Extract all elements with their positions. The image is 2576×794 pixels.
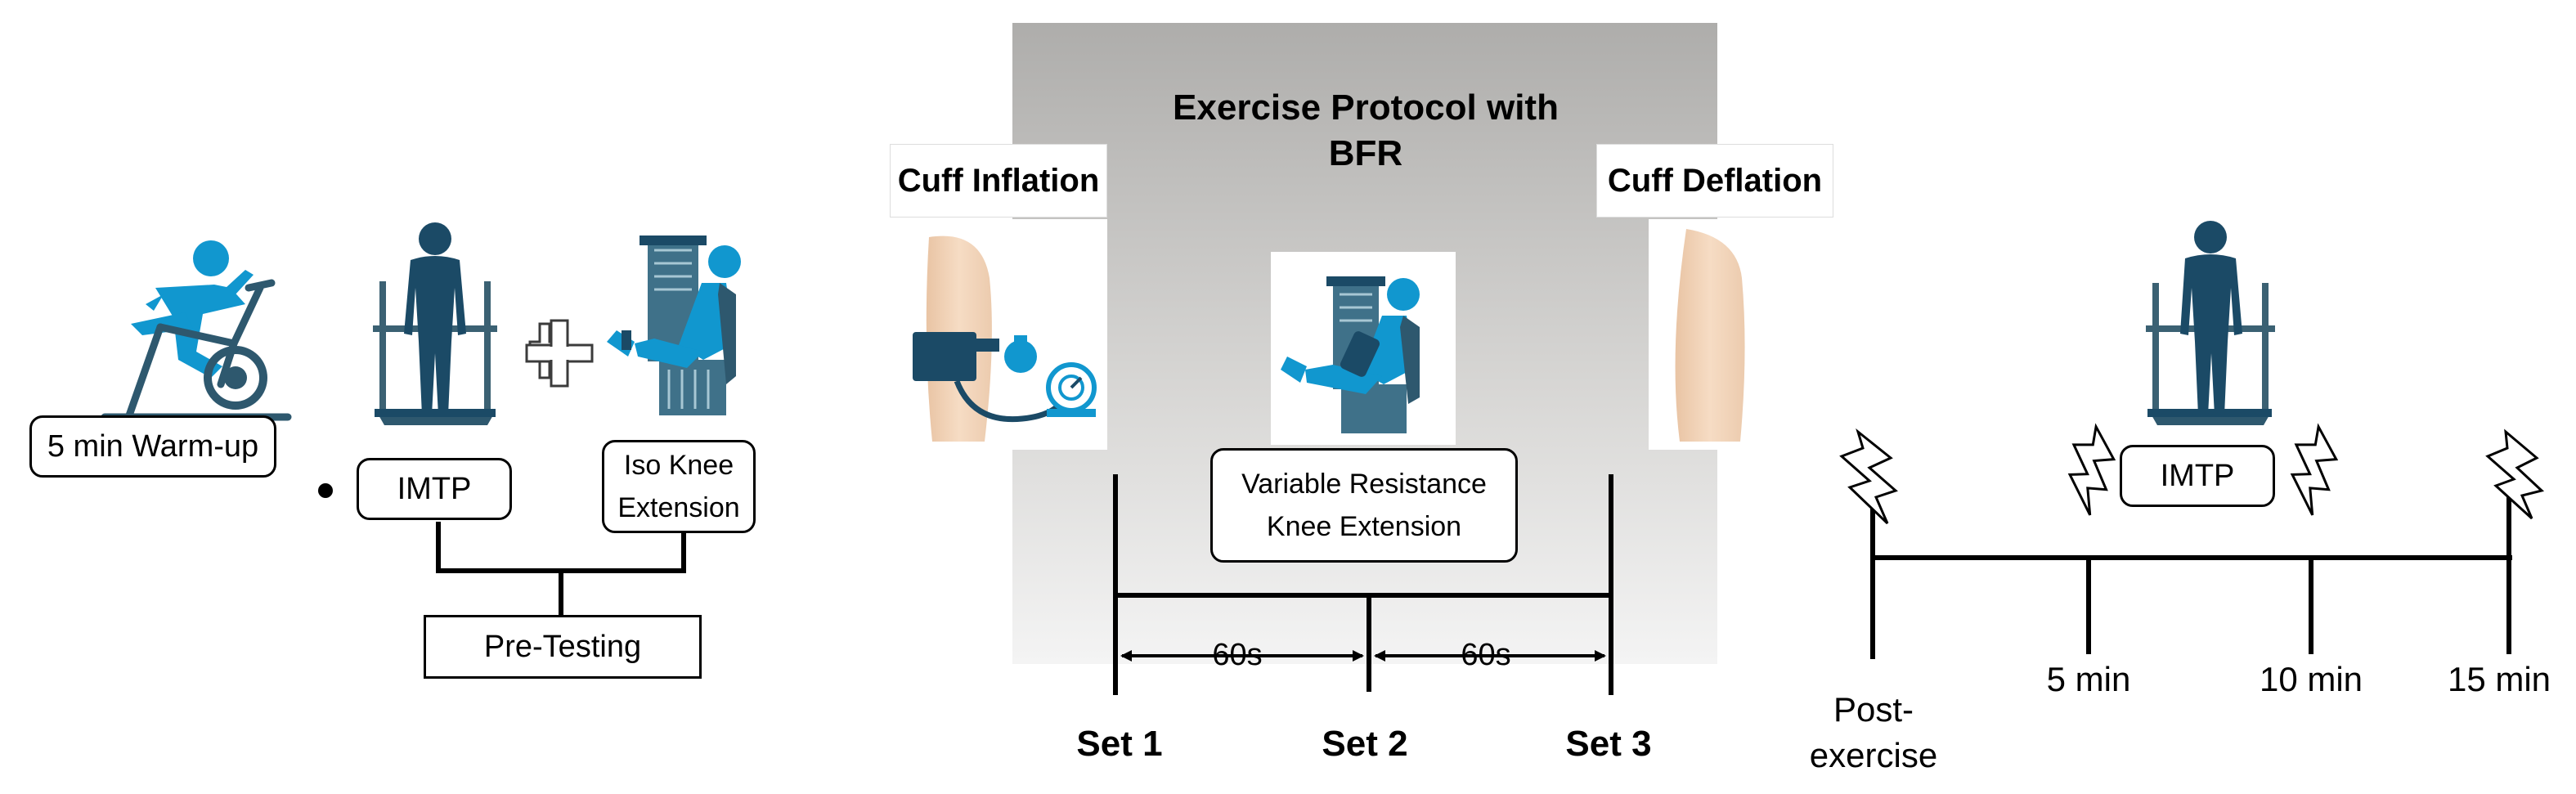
bfr-title-line2: BFR <box>1328 133 1403 173</box>
plus-icon <box>525 319 594 388</box>
lightning-icon <box>2485 428 2545 520</box>
lightning-icon <box>2067 423 2116 516</box>
post-timeline <box>1870 497 2512 659</box>
leg-icon <box>1675 229 1745 442</box>
exercise-label-line2: Knee Extension <box>1266 511 1462 542</box>
rest-label-2: 60s <box>1461 637 1511 672</box>
imtp-label: IMTP <box>357 458 512 520</box>
set-label-3: Set 3 <box>1565 724 1652 764</box>
post-imtp-label: IMTP <box>2120 445 2275 507</box>
stationary-bike-icon <box>101 240 292 421</box>
bp-cuff-icon <box>913 332 1097 423</box>
bfr-timeline <box>1113 474 1613 695</box>
set-label-2: Set 2 <box>1322 724 1408 764</box>
exercise-label-line1: Variable Resistance <box>1241 469 1487 500</box>
imtp-platform-icon <box>2146 221 2275 425</box>
pretesting-label: Pre-Testing <box>424 615 702 679</box>
imtp-platform-icon <box>373 222 497 425</box>
knee-extension-machine-icon <box>607 236 741 415</box>
cuff-deflation-label: Cuff Deflation <box>1596 144 1833 218</box>
iso-knee-extension-label: Iso Knee Extension <box>602 440 756 533</box>
bfr-title-line1: Exercise Protocol with <box>1173 87 1559 128</box>
bfr-title: Exercise Protocol with BFR <box>1104 82 1627 180</box>
iso-label-line1: Iso Knee <box>623 450 734 481</box>
lightning-icon <box>1839 428 1898 525</box>
exercise-label: Variable Resistance Knee Extension <box>1210 448 1518 563</box>
post-exercise-line1: Post- <box>1833 690 1914 729</box>
warmup-label: 5 min Warm-up <box>29 415 276 478</box>
tick-label-10min: 10 min <box>2259 660 2363 698</box>
tick-label-15min: 15 min <box>2447 660 2551 698</box>
cuff-inflation-label: Cuff Inflation <box>890 144 1107 218</box>
rest-label-1: 60s <box>1212 637 1263 672</box>
lightning-icon <box>2290 423 2339 516</box>
bullet-dot <box>318 483 333 498</box>
iso-label-line2: Extension <box>617 492 740 523</box>
pretesting-connector <box>436 522 686 615</box>
post-exercise-label: Post- exercise <box>1796 684 1951 782</box>
set-label-1: Set 1 <box>1076 724 1163 764</box>
post-exercise-line2: exercise <box>1809 736 1938 774</box>
knee-extension-bfr-icon <box>1281 276 1420 433</box>
tick-label-5min: 5 min <box>2046 660 2131 698</box>
